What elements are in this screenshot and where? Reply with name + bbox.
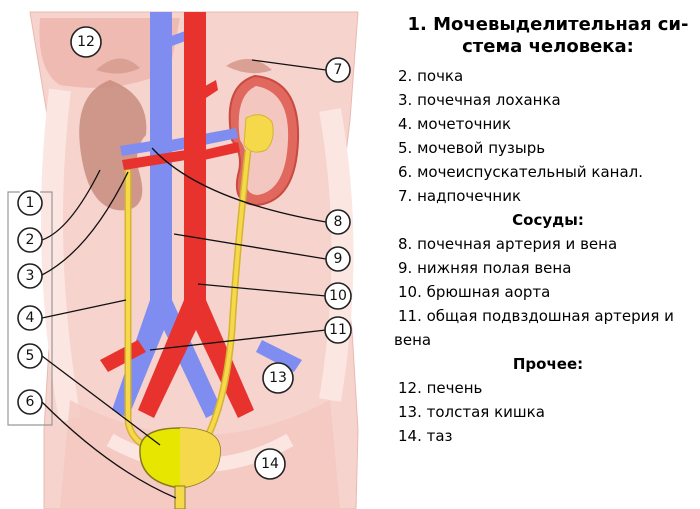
svg-text:12: 12 (77, 34, 95, 50)
legend: 1. Мочевыделительная си- стема человека:… (394, 14, 698, 448)
callout-3: 3 (17, 263, 43, 289)
callout-5: 5 (17, 343, 43, 369)
artery-top-branch (198, 80, 218, 98)
legend-item-ureter: 4. мочеточник (398, 115, 512, 133)
svg-text:9: 9 (334, 251, 343, 267)
vein-top-branch (160, 30, 188, 46)
svg-text:3: 3 (26, 268, 35, 284)
renal-artery-right (204, 142, 240, 160)
callout-4: 4 (17, 305, 43, 331)
svg-text:1: 1 (26, 195, 35, 211)
adrenal-left (96, 58, 140, 74)
legend-title: 1. Мочевыделительная си- стема человека: (398, 14, 698, 64)
svg-text:4: 4 (26, 310, 35, 326)
svg-text:2: 2 (26, 232, 35, 248)
legend-title-line-1: 1. Мочевыделительная си- (407, 14, 689, 35)
svg-text:13: 13 (269, 370, 287, 386)
callout-1: 1 (17, 190, 43, 216)
svg-text:10: 10 (329, 288, 347, 304)
legend-item-iliac-cont: вена (394, 331, 432, 349)
legend-item-colon: 13. толстая кишка (398, 403, 545, 421)
callout-10: 10 (324, 282, 352, 310)
vena-cava (112, 12, 222, 418)
callout-7: 7 (325, 57, 351, 83)
callout-9: 9 (325, 246, 351, 272)
bracket (7, 191, 53, 426)
bladder-half (180, 428, 221, 488)
legend-item-pelvis: 14. таз (398, 427, 453, 445)
callout-8: 8 (325, 209, 351, 235)
renal-artery-left (122, 150, 186, 170)
iliac-vessel-left (100, 340, 146, 372)
callout-14: 14 (254, 448, 286, 480)
ureter-right-inner (204, 149, 250, 441)
legend-item-renal-vessels: 8. почечная артерия и вена (398, 235, 618, 253)
callout-2: 2 (17, 227, 43, 253)
svg-text:8: 8 (334, 214, 343, 230)
legend-item-bladder: 5. мочевой пузырь (398, 139, 546, 157)
callout-11: 11 (324, 316, 352, 344)
callout-12: 12 (70, 26, 102, 58)
legend-item-iliac: 11. общая подвздошная артерия и (398, 307, 674, 325)
renal-vein-left (120, 140, 158, 156)
legend-title-line-2: стема человека: (462, 36, 634, 57)
renal-pelvis (243, 114, 274, 153)
legend-item-renal-pelvis: 3. почечная лоханка (398, 91, 561, 109)
legend-item-aorta: 10. брюшная аорта (398, 283, 551, 301)
legend-heading-other: Прочее: (512, 355, 584, 373)
svg-text:5: 5 (26, 348, 35, 364)
legend-item-vena-cava: 9. нижняя полая вена (398, 259, 572, 277)
iliac-vessel-right (256, 340, 302, 372)
legend-item-kidney: 2. почка (398, 67, 464, 85)
legend-heading-vessels: Сосуды: (512, 211, 584, 229)
urethra (174, 485, 186, 509)
legend-item-liver: 12. печень (398, 379, 483, 397)
callout-13: 13 (262, 362, 294, 394)
legend-item-urethra: 6. мочеиспускательный канал. (398, 163, 644, 181)
adrenal-right (226, 58, 272, 74)
callout-6: 6 (17, 389, 43, 415)
svg-text:14: 14 (261, 456, 279, 472)
svg-text:11: 11 (329, 322, 347, 338)
urinary-system-diagram: 12 7 1 2 3 4 5 6 8 9 10 11 13 14 (7, 11, 359, 509)
svg-text:7: 7 (334, 62, 343, 78)
leader-lines (41, 59, 327, 499)
aorta (138, 12, 254, 418)
svg-text:6: 6 (26, 394, 35, 410)
legend-item-adrenal: 7. надпочечник (398, 187, 522, 205)
